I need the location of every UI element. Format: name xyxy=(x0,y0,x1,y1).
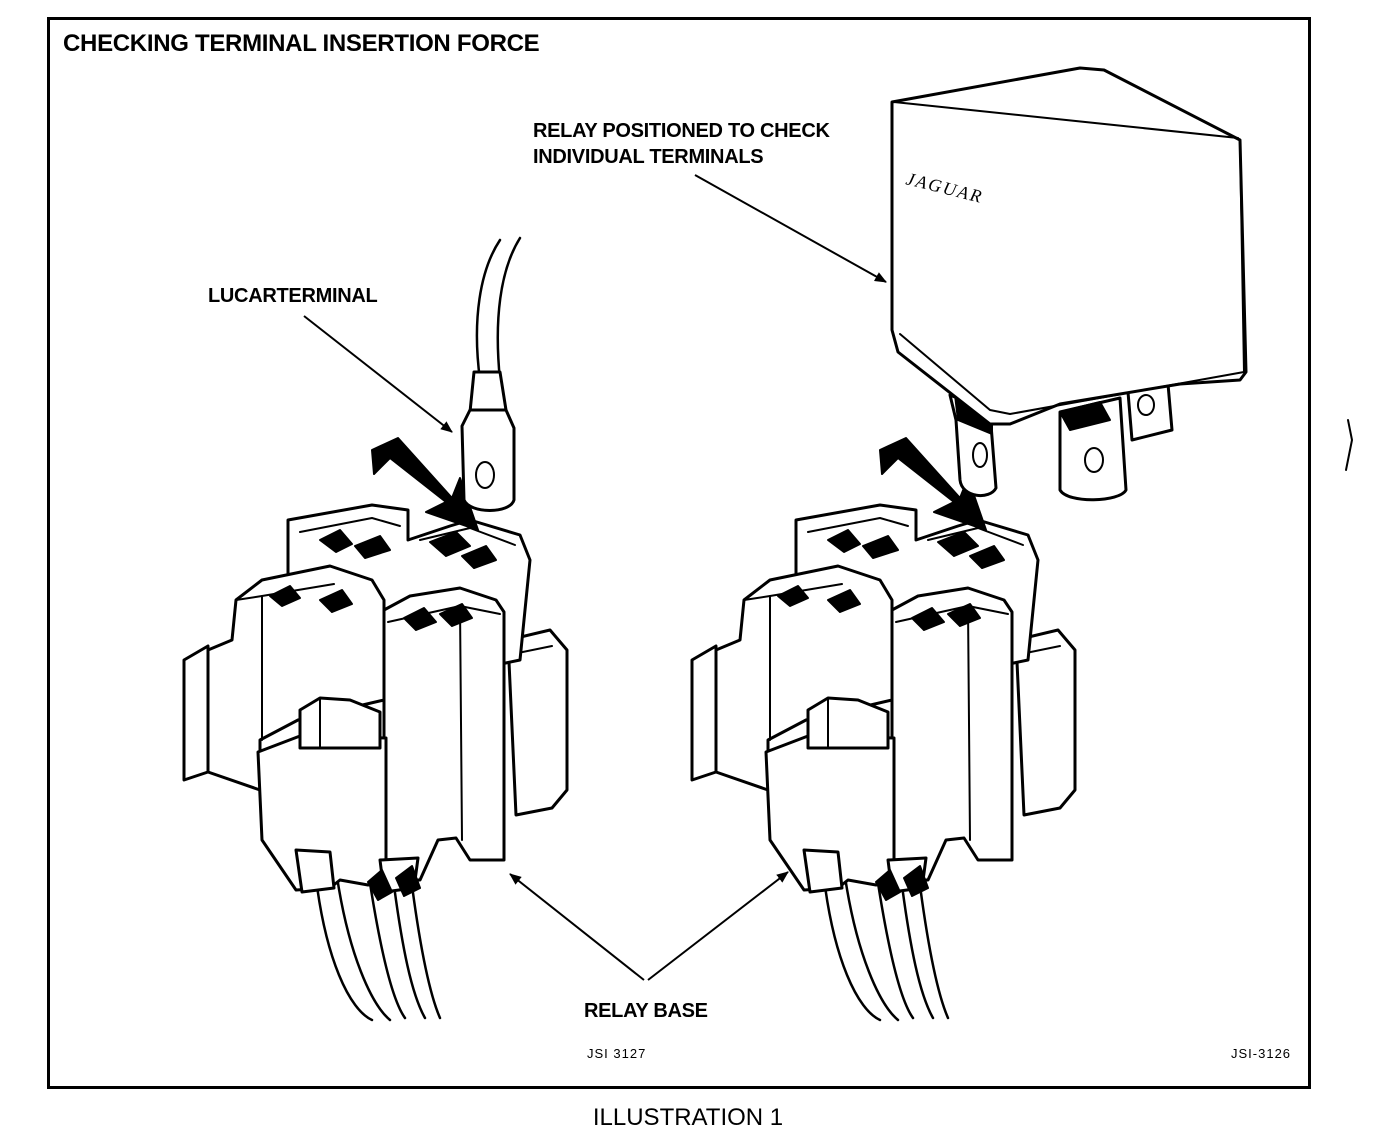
relay-positioned-label-line-2: INDIVIDUAL TERMINALS xyxy=(533,146,764,168)
relay-positioned-label: RELAY POSITIONED TO CHECK INDIVIDUAL TER… xyxy=(533,118,830,170)
illustration-frame xyxy=(47,17,1311,1089)
lucar-terminal-arrow xyxy=(303,315,453,433)
relay-base-arrow-left xyxy=(509,873,645,981)
reference-code-right: JSI-3126 xyxy=(1231,1046,1292,1061)
relay-base-label: RELAY BASE xyxy=(584,1000,708,1022)
relay-base-left xyxy=(182,436,569,1022)
relay-cube: JAGUAR xyxy=(890,66,1248,502)
stray-mark xyxy=(1345,419,1353,471)
relay-base-right xyxy=(690,436,1077,1022)
diagram-title: CHECKING TERMINAL INSERTION FORCE xyxy=(63,30,540,57)
lucar-terminal-label: LUCARTERMINAL xyxy=(208,285,378,307)
lucar-terminal xyxy=(460,236,522,512)
relay-positioned-label-line-1: RELAY POSITIONED TO CHECK xyxy=(533,120,830,142)
relay-base-arrow-right xyxy=(647,871,789,981)
illustration-caption: ILLUSTRATION 1 xyxy=(592,1104,784,1131)
relay-positioned-arrow xyxy=(694,174,887,283)
reference-code-left: JSI 3127 xyxy=(587,1046,647,1061)
